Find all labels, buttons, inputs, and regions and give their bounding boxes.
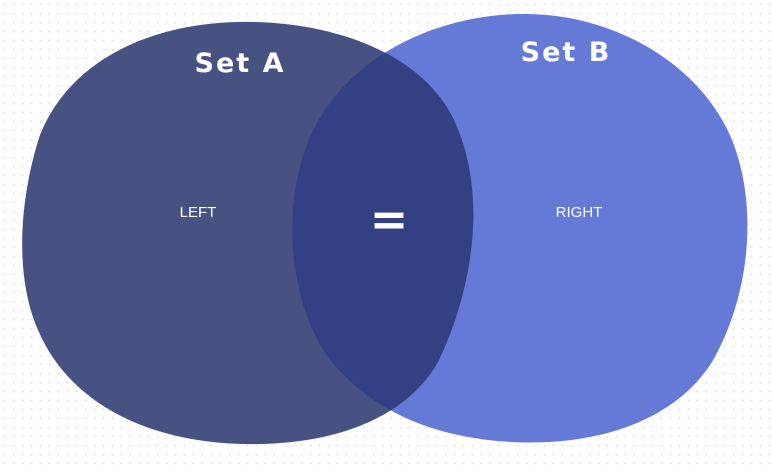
right-region-label: RIGHT	[556, 204, 603, 221]
left-region-label: LEFT	[180, 204, 217, 221]
set-b-title: Set B	[521, 37, 612, 68]
intersection-symbol: =	[370, 192, 409, 246]
set-a-title: Set A	[195, 48, 286, 79]
